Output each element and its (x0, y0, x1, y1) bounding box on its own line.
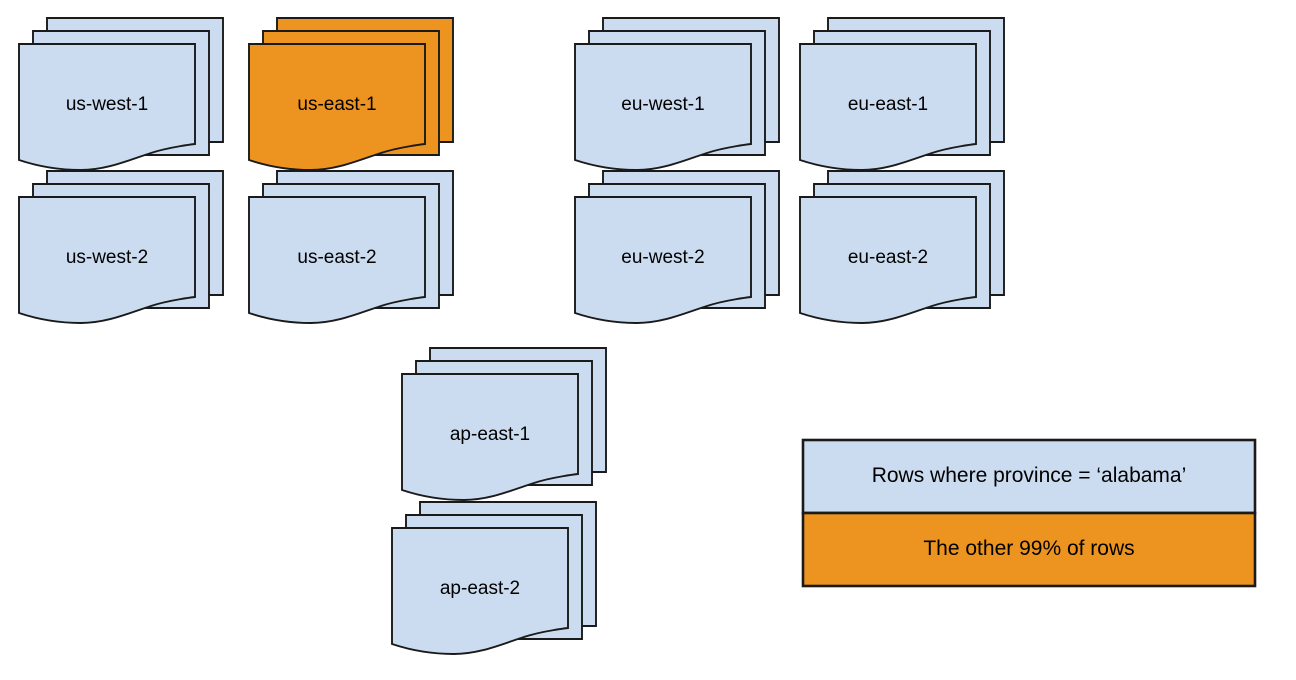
document-stack-us-east-2[interactable]: us-east-2 (248, 170, 454, 324)
stack-label-us-west-1: us-west-1 (66, 94, 148, 115)
document-stack-eu-west-1[interactable]: eu-west-1 (574, 17, 780, 171)
stack-label-eu-east-1: eu-east-1 (848, 94, 928, 115)
legend-row-alabama[interactable]: Rows where province = ‘alabama’ (801, 438, 1257, 515)
document-stack-us-west-1[interactable]: us-west-1 (18, 17, 224, 171)
document-stack-us-west-2[interactable]: us-west-2 (18, 170, 224, 324)
stack-label-us-east-2: us-east-2 (297, 247, 376, 268)
stack-label-us-east-1: us-east-1 (297, 94, 376, 115)
legend: Rows where province = ‘alabama’ The other… (801, 438, 1257, 588)
legend-swatch (801, 438, 1257, 515)
document-stack-us-east-1[interactable]: us-east-1 (248, 17, 454, 171)
document-stack-ap-east-2[interactable]: ap-east-2 (391, 501, 597, 655)
document-stack-eu-east-1[interactable]: eu-east-1 (799, 17, 1005, 171)
legend-swatch (801, 511, 1257, 588)
stack-label-eu-west-2: eu-west-2 (621, 247, 704, 268)
document-stack-ap-east-1[interactable]: ap-east-1 (401, 347, 607, 501)
legend-label: The other 99% of rows (923, 537, 1134, 560)
document-stack-eu-west-2[interactable]: eu-west-2 (574, 170, 780, 324)
stack-label-eu-east-2: eu-east-2 (848, 247, 928, 268)
legend-label: Rows where province = ‘alabama’ (872, 464, 1187, 487)
stacks-layer: us-west-1 us-east-1 eu-west-1 eu-east-1 us-w… (18, 17, 1005, 655)
legend-layer: Rows where province = ‘alabama’ The other… (801, 438, 1257, 588)
legend-row-other[interactable]: The other 99% of rows (801, 511, 1257, 588)
stack-label-ap-east-2: ap-east-2 (440, 578, 520, 599)
document-stack-eu-east-2[interactable]: eu-east-2 (799, 170, 1005, 324)
stack-label-us-west-2: us-west-2 (66, 247, 148, 268)
stack-label-eu-west-1: eu-west-1 (621, 94, 704, 115)
stack-label-ap-east-1: ap-east-1 (450, 424, 530, 445)
